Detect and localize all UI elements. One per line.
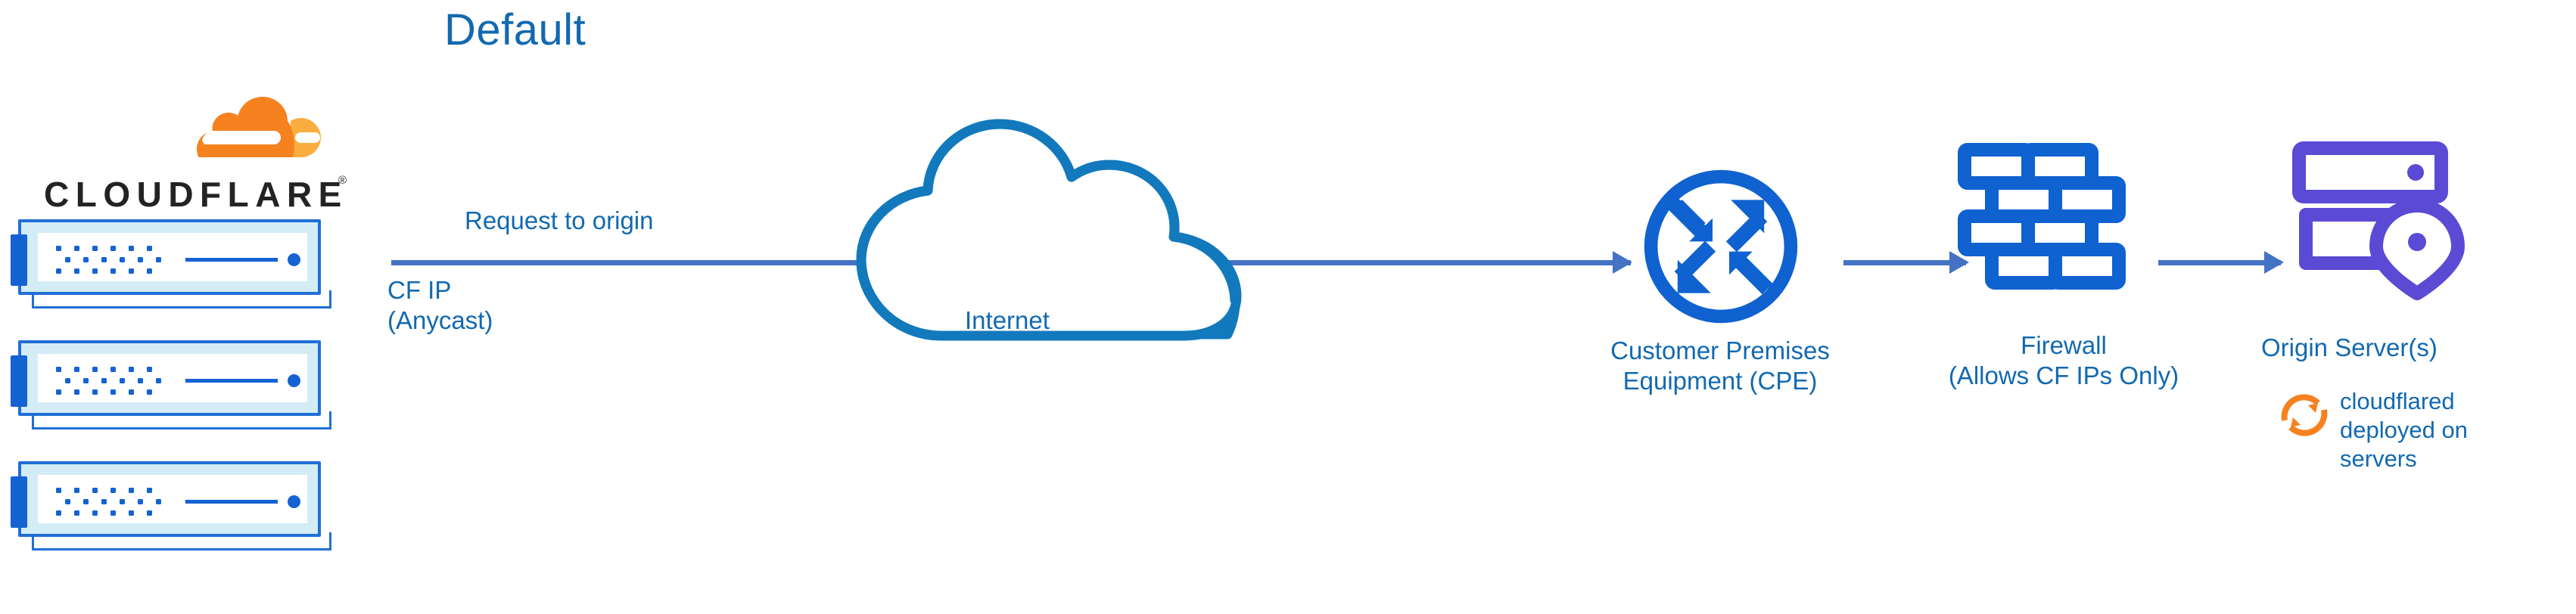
server-vent-dot-grid xyxy=(56,367,162,395)
internet-label: Internet xyxy=(965,306,1050,334)
rack-server-unit-1 xyxy=(11,219,336,309)
cloud-outline-icon xyxy=(856,119,1242,341)
arrow-cpe-to-firewall-line xyxy=(1843,260,1966,265)
cloudflare-cloud-logo-icon xyxy=(197,97,321,157)
server-status-line xyxy=(185,258,278,262)
internet-cloud-node xyxy=(834,107,1265,342)
cloudflare-wordmark: CLOUDFLARE xyxy=(44,175,348,214)
brick-wall-icon xyxy=(1958,143,2126,290)
cloudflared-refresh-icon-wrapper xyxy=(2276,387,2332,443)
refresh-cycle-icon xyxy=(2281,394,2328,436)
server-led-indicator xyxy=(288,495,300,508)
rack-server-unit-2 xyxy=(11,340,336,429)
arrow-right-icon xyxy=(1613,251,1632,274)
request-to-origin-label: Request to origin xyxy=(465,206,654,234)
server-status-line xyxy=(185,379,278,383)
router-icon xyxy=(1644,169,1798,324)
rack-server-unit-3 xyxy=(11,461,336,550)
cpe-node xyxy=(1638,163,1804,330)
firewall-label: Firewall (Allows CF IPs Only) xyxy=(1948,331,2179,389)
server-front-panel xyxy=(38,233,307,281)
server-handle-tab xyxy=(11,476,27,528)
server-front-panel xyxy=(38,354,307,402)
server-location-pin-icon xyxy=(2292,141,2465,300)
server-chassis xyxy=(11,340,321,416)
cf-ip-anycast-label: CF IP (Anycast) xyxy=(387,276,493,334)
server-led-indicator xyxy=(288,374,300,387)
server-vent-dot-grid xyxy=(56,246,162,274)
arrow-right-icon xyxy=(2264,251,2284,274)
origin-server-node xyxy=(2290,136,2472,318)
cloudflare-logo: CLOUDFLARE ® xyxy=(42,97,359,219)
server-chassis xyxy=(11,461,321,537)
cpe-label: Customer Premises Equipment (CPE) xyxy=(1610,336,1830,395)
firewall-node xyxy=(1957,142,2126,302)
origin-server-label: Origin Server(s) xyxy=(2261,333,2438,361)
server-chassis xyxy=(11,219,321,295)
arrow-firewall-to-origin-line xyxy=(2158,260,2281,265)
server-led-indicator xyxy=(288,253,300,266)
page-title: Default xyxy=(444,5,586,54)
server-handle-tab xyxy=(11,355,27,407)
cloudflared-label: cloudflared deployed on servers xyxy=(2340,388,2468,472)
server-front-panel xyxy=(38,475,307,523)
server-vent-dot-grid xyxy=(56,488,162,516)
server-handle-tab xyxy=(11,234,27,286)
registered-trademark-symbol: ® xyxy=(338,174,347,187)
server-status-line xyxy=(185,500,278,504)
